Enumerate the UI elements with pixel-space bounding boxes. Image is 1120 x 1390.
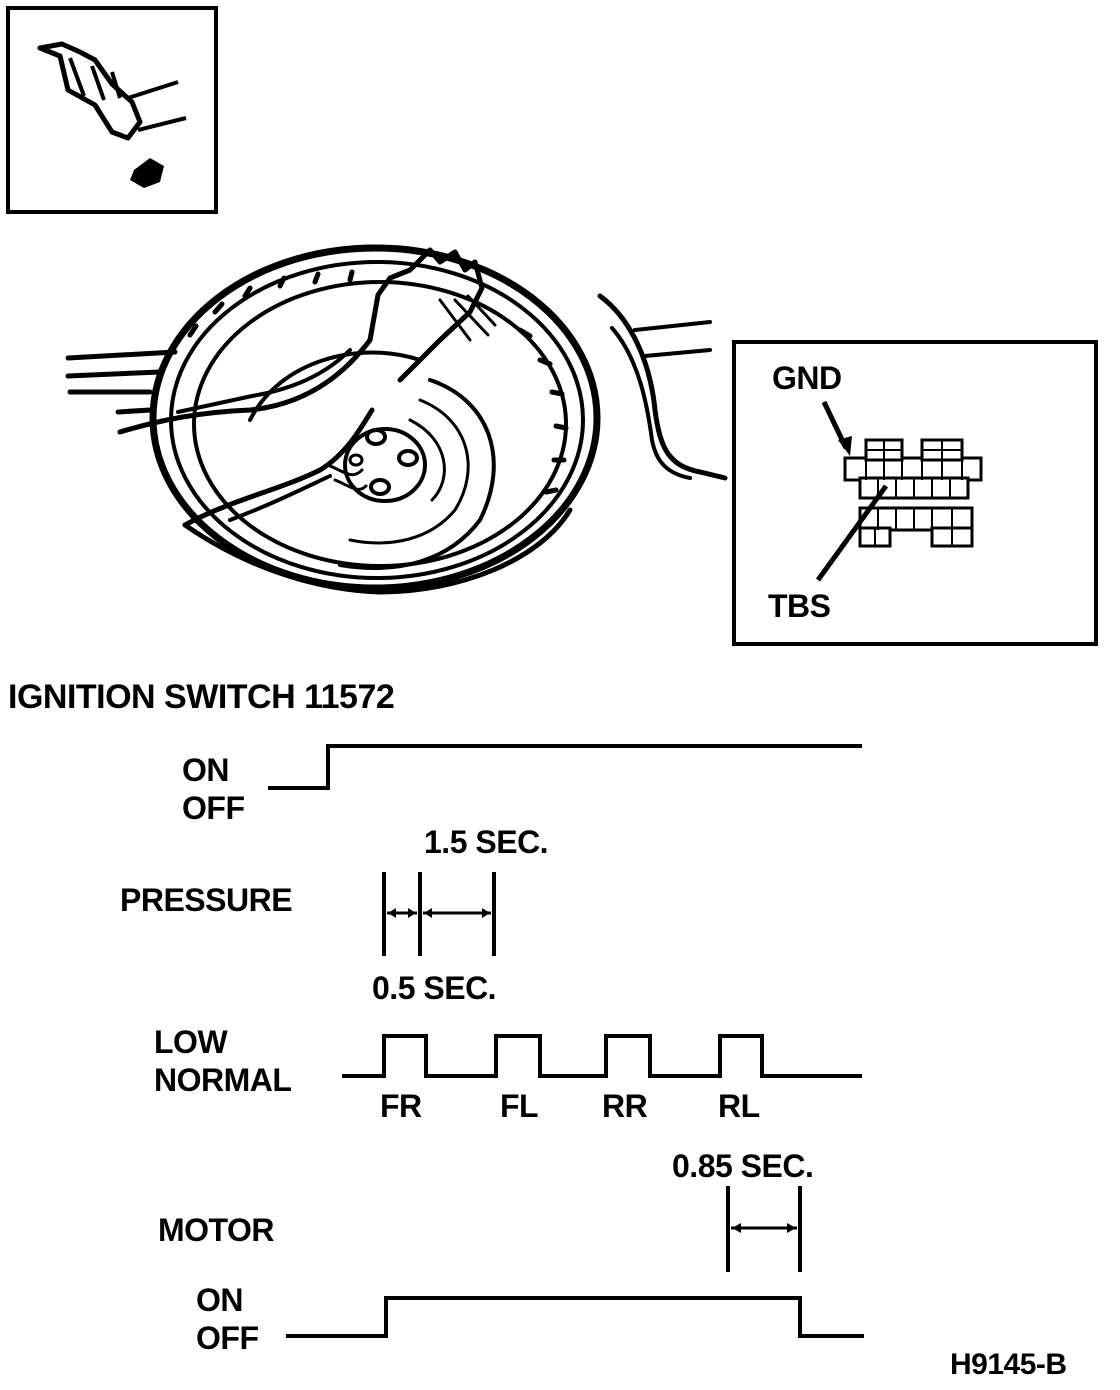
diagram-title: IGNITION SWITCH 11572: [8, 678, 395, 716]
motor-on-label: ON: [196, 1282, 244, 1318]
motor-interval: 0.85 SEC.: [672, 1148, 814, 1184]
pulse-label-rr: RR: [602, 1088, 648, 1124]
pressure-interval-short: 0.5 SEC.: [372, 970, 497, 1006]
tire-illustration: [65, 244, 728, 595]
ignition-off-label: OFF: [182, 790, 245, 826]
motor-interval-markers: [726, 1186, 802, 1272]
normal-label: NORMAL: [154, 1062, 292, 1098]
gnd-label: GND: [772, 360, 842, 396]
ignition-on-label: ON: [182, 752, 230, 788]
pressure-label: PRESSURE: [120, 882, 293, 918]
motor-off-label: OFF: [196, 1320, 259, 1356]
ignition-waveform: [268, 744, 862, 790]
low-normal-waveform: [342, 1034, 862, 1078]
motor-label: MOTOR: [158, 1212, 275, 1248]
pressure-interval-markers: [382, 872, 496, 956]
pulse-label-fl: FL: [500, 1088, 539, 1124]
figure-code: H9145-B: [950, 1348, 1067, 1381]
pressure-interval-long: 1.5 SEC.: [424, 824, 549, 860]
motor-waveform: [286, 1296, 864, 1338]
hand-pointer-inset: [6, 6, 218, 214]
tbs-label: TBS: [768, 588, 831, 624]
connector-inset: [732, 340, 1098, 646]
pulse-label-fr: FR: [380, 1088, 422, 1124]
low-label: LOW: [154, 1024, 228, 1060]
pulse-label-rl: RL: [718, 1088, 760, 1124]
